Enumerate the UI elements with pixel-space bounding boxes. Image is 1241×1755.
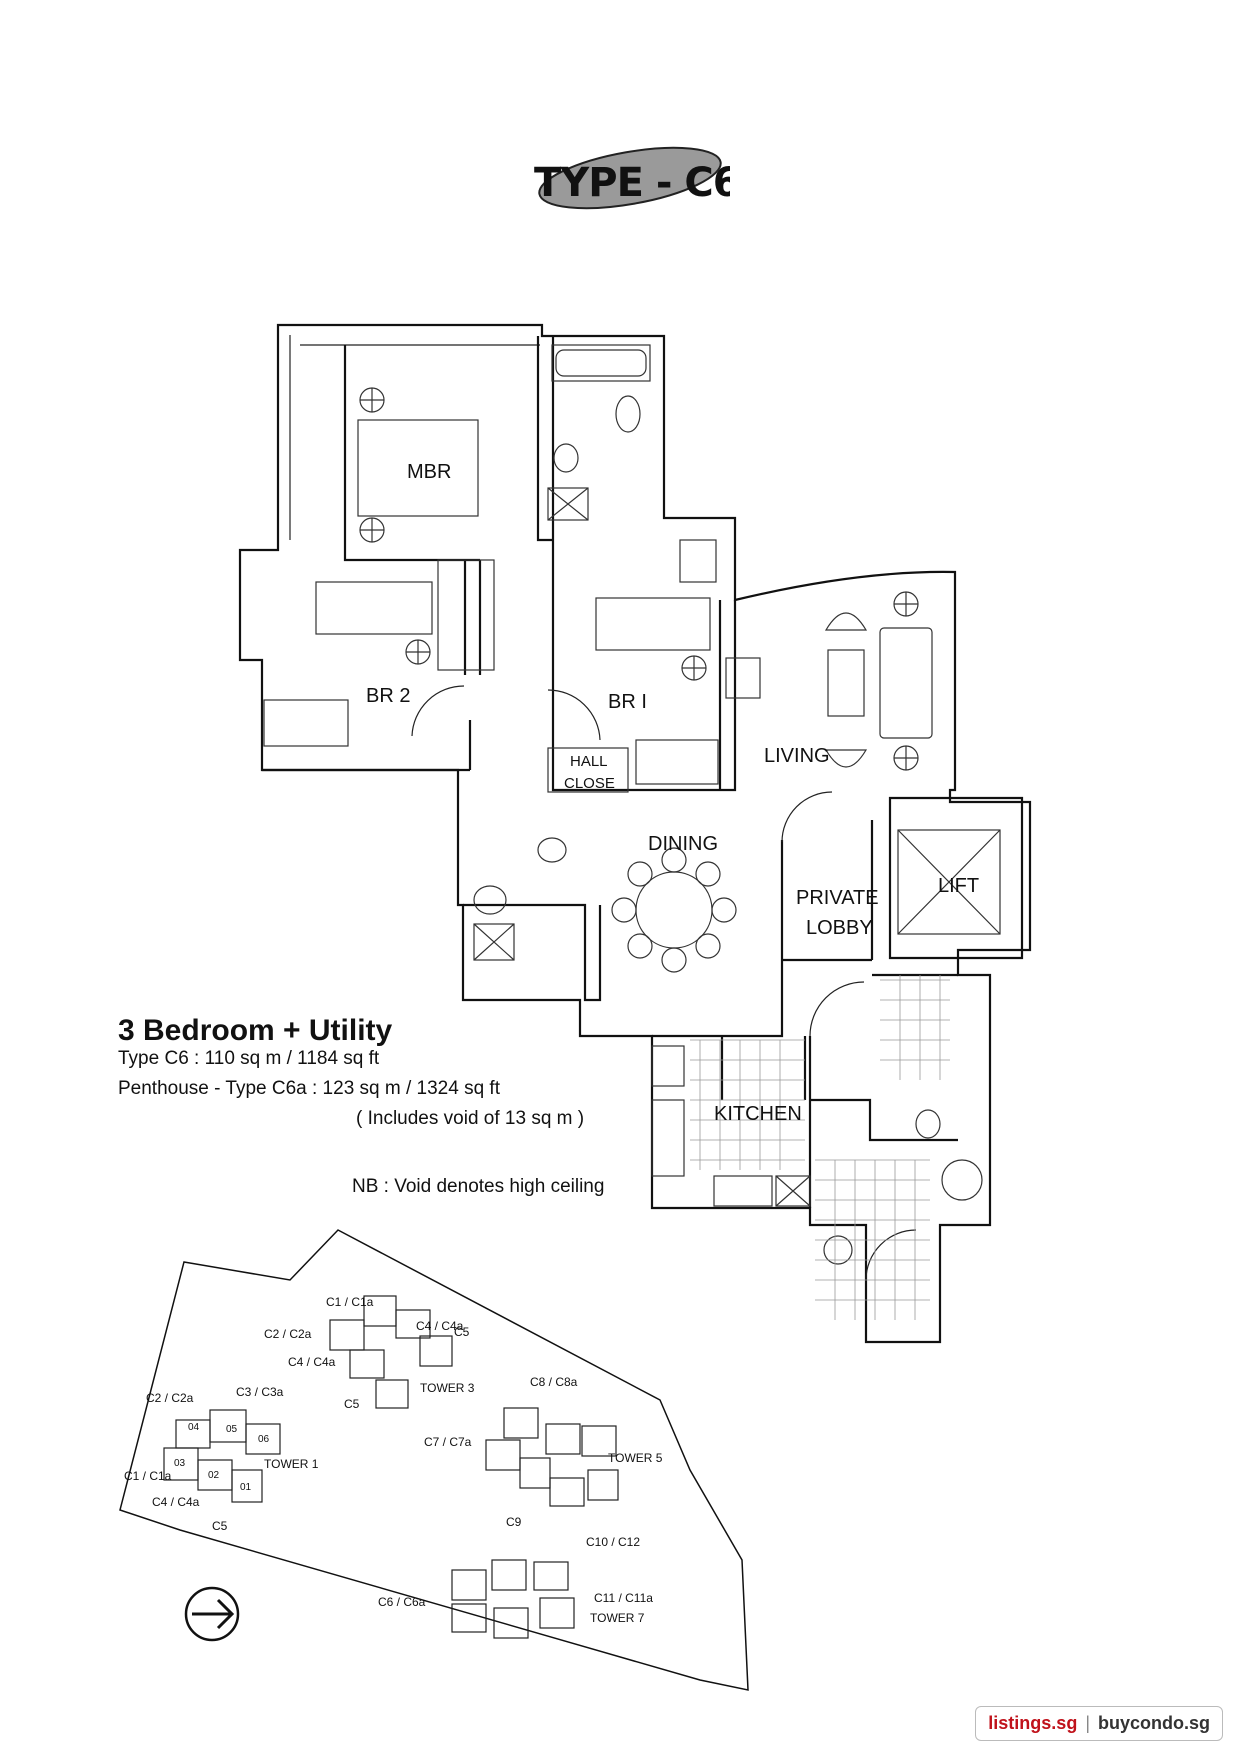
kp-unit-4: 02 [208,1470,220,1481]
br2-bed [263,559,495,747]
footer-link-listings[interactable]: listings.sg [988,1713,1078,1733]
tower-3-blocks [329,1295,453,1409]
kp-label-10: C5 [212,1519,228,1533]
kp-label-13: C9 [506,1515,522,1529]
hall-closet [547,747,629,793]
kp-label-8: C1 / C1a [124,1469,172,1483]
kp-label-14: C10 / C12 [586,1535,640,1549]
label-private: PRIVATE [796,887,879,909]
kp-label-2: C2 / C2a [264,1327,312,1341]
kitchen-fittings [651,1045,983,1265]
kp-label-11: C8 / C8a [530,1375,578,1389]
kp-unit-0: 04 [188,1422,200,1433]
key-plan: TOWER 1 TOWER 3 TOWER 5 TOWER 7 C1 / C1a… [119,1229,749,1691]
unit-size-c6a: Penthouse - Type C6a : 123 sq m / 1324 s… [118,1078,500,1099]
kp-label-5: C5 [344,1397,360,1411]
kp-label-0: C1 / C1a [326,1295,374,1309]
label-lift: LIFT [938,875,979,897]
label-tower1: TOWER 1 [264,1457,319,1471]
type-title: TYPE - C6 [534,160,730,206]
footer-link-buycondo[interactable]: buycondo.sg [1098,1713,1210,1733]
label-mbr: MBR [407,461,451,483]
unit-size-c6: Type C6 : 110 sq m / 1184 sq ft [118,1048,380,1069]
living-furniture [725,591,933,771]
kp-unit-5: 01 [240,1482,252,1493]
door-swings [411,685,917,1281]
kp-label-12: C7 / C7a [424,1435,472,1449]
common-bath [473,837,567,961]
kp-label-16: C11 / C11a [594,1591,653,1605]
unit-heading: 3 Bedroom + Utility [118,1014,393,1047]
label-br2: BR 2 [366,685,410,707]
label-dining: DINING [648,833,718,855]
tower-7-blocks [451,1559,575,1639]
void-note: ( Includes void of 13 sq m ) [356,1108,585,1129]
kp-unit-2: 03 [174,1458,186,1469]
walls [238,323,1032,1344]
label-living: LIVING [764,745,830,767]
label-tower7: TOWER 7 [590,1611,645,1625]
tower-5-blocks [485,1407,619,1507]
label-kitchen: KITCHEN [714,1103,802,1125]
label-close: CLOSE [564,775,615,792]
kp-label-4: C4 / C4a [288,1355,336,1369]
kp-label-7: C3 / C3a [236,1385,284,1399]
label-lobby: LOBBY [806,917,873,939]
floor-tiles [690,975,950,1320]
mbr-bed [357,387,479,543]
dining-table [611,847,737,973]
type-title-badge: TYPE - C6 [534,146,730,210]
kp-unit-1: 05 [226,1424,238,1435]
tower-1-blocks [163,1409,281,1503]
label-hall: HALL [570,753,608,770]
kp-label-9: C4 / C4a [152,1495,200,1509]
footer-brand: listings.sg|buycondo.sg [975,1706,1223,1741]
label-tower5: TOWER 5 [608,1451,663,1465]
br1-bed [595,539,719,785]
label-br1: BR I [608,691,647,713]
master-bath [547,344,651,521]
lift-shaft [897,829,1001,935]
kp-unit-3: 06 [258,1434,270,1445]
kp-label-1: C4 / C4a [416,1319,464,1333]
kp-label-15: C6 / C6a [378,1595,426,1609]
north-arrow-icon [184,1586,240,1642]
label-tower3: TOWER 3 [420,1381,475,1395]
kp-label-3: C5 [454,1325,470,1339]
ceiling-note: NB : Void denotes high ceiling [352,1176,605,1197]
kp-label-6: C2 / C2a [146,1391,194,1405]
